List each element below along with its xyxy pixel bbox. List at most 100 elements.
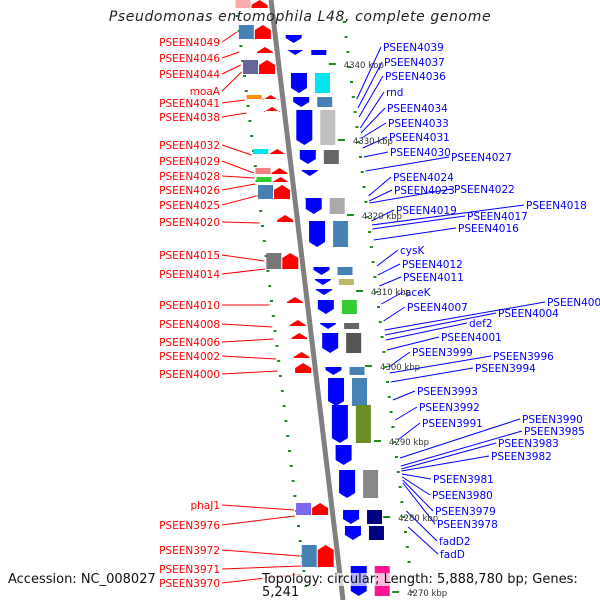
- gene-label-right: PSEEN3979: [435, 506, 496, 518]
- left-label-leader-line: [221, 504, 295, 511]
- tick-mark: [377, 306, 380, 308]
- gene-label-left: PSEEN4041: [159, 98, 220, 110]
- gene-label-right: PSEEN4039: [383, 42, 444, 54]
- tick-mark: [395, 456, 398, 458]
- plus-strand-gene-arrow: [251, 0, 268, 8]
- scale-tick: [337, 139, 345, 141]
- tick-mark: [291, 480, 295, 482]
- gene-label-left: PSEEN4002: [159, 351, 220, 363]
- right-label-leader-line: [368, 189, 393, 202]
- plus-strand-gene-arrow: [254, 25, 271, 39]
- tick-mark: [248, 120, 252, 122]
- gene-function-box: [338, 279, 354, 285]
- gene-label-right: PSEEN3991: [422, 418, 483, 430]
- gene-label-right: PSEEN4033: [388, 118, 449, 130]
- right-label-leader-line: [386, 336, 440, 351]
- gene-label-right: fadD: [440, 549, 465, 561]
- gene-function-box: [311, 50, 327, 55]
- tick-mark: [279, 375, 282, 377]
- minus-strand-gene-arrow: [316, 289, 333, 295]
- scale-tick: [383, 516, 391, 518]
- gene-label-left: PSEEN4028: [159, 171, 220, 183]
- left-label-leader-line: [221, 323, 273, 328]
- gene-label-right: PSEEN3993: [417, 386, 478, 398]
- tick-mark: [398, 486, 402, 488]
- tick-mark: [375, 291, 379, 293]
- gene-label-right: PSEEN3992: [419, 402, 480, 414]
- gene-label-left: PSEEN3972: [159, 545, 220, 557]
- tick-mark: [362, 186, 366, 188]
- gene-label-right: PSEEN4007: [407, 302, 468, 314]
- gene-function-box: [320, 110, 336, 145]
- gene-label-right: PSEEN4030: [390, 147, 451, 159]
- scale-tick: [356, 290, 364, 292]
- gene-label-right: aceK: [405, 287, 432, 299]
- plus-strand-gene-arrow: [272, 177, 289, 182]
- gene-function-box: [258, 185, 274, 199]
- gene-function-box: [255, 168, 271, 174]
- scale-label: 4320 kbp: [362, 212, 402, 222]
- scale-tick: [374, 440, 382, 442]
- gene-label-left: PSEEN4032: [159, 140, 220, 152]
- right-label-leader-line: [389, 355, 492, 374]
- gene-label-left: PSEEN4020: [159, 217, 220, 229]
- tick-mark: [360, 171, 364, 173]
- minus-strand-gene-arrow: [299, 150, 316, 164]
- tick-mark: [277, 360, 281, 362]
- tick-mark: [387, 396, 391, 398]
- gene-label-left: PSEEN4015: [159, 250, 220, 262]
- gene-label-right: PSEEN4016: [458, 223, 519, 235]
- tick-mark: [261, 225, 264, 227]
- gene-label-right: PSEEN4018: [526, 200, 587, 212]
- gene-function-box: [317, 97, 333, 107]
- tick-mark: [359, 156, 362, 158]
- tick-mark: [253, 165, 257, 167]
- gene-function-box: [314, 73, 330, 93]
- tick-mark: [244, 90, 248, 92]
- tick-mark: [393, 441, 397, 443]
- tick-mark: [289, 465, 293, 467]
- minus-strand-gene-arrow: [344, 526, 361, 540]
- gene-label-right: PSEEN4019: [396, 205, 457, 217]
- tick-mark: [264, 255, 268, 257]
- gene-label-left: PSEEN3970: [159, 578, 220, 590]
- scale-tick: [346, 214, 354, 216]
- scale-label: 4310 kbp: [371, 288, 411, 298]
- plus-strand-gene-arrow: [317, 545, 334, 567]
- gene-label-right: PSEEN4022: [454, 184, 515, 196]
- left-label-leader-line: [221, 195, 257, 206]
- gene-function-box: [367, 510, 383, 524]
- gene-label-left: PSEEN4014: [159, 269, 220, 281]
- gene-label-left: PSEEN3976: [159, 520, 220, 532]
- gene-label-right: PSEEN4012: [402, 259, 463, 271]
- tick-mark: [384, 366, 388, 368]
- minus-strand-gene-arrow: [343, 510, 360, 524]
- gene-label-left: PSEEN4000: [159, 369, 220, 381]
- tick-mark: [364, 201, 368, 203]
- right-label-leader-line: [388, 351, 411, 368]
- right-label-leader-line: [407, 526, 439, 555]
- plus-strand-gene-arrow: [282, 253, 299, 269]
- right-label-leader-line: [369, 188, 453, 204]
- tick-mark: [391, 426, 395, 428]
- gene-label-right: rnd: [386, 87, 403, 99]
- left-label-leader-line: [221, 160, 254, 174]
- left-label-leader-line: [221, 144, 252, 156]
- gene-label-left: PSEEN4046: [159, 53, 220, 65]
- gene-label-left: PSEEN4010: [159, 300, 220, 312]
- right-label-leader-line: [401, 442, 497, 470]
- left-label-leader-line: [221, 355, 277, 360]
- plus-strand-gene-arrow: [277, 215, 294, 222]
- gene-label-right: cysK: [400, 245, 425, 257]
- gene-label-left: PSEEN4006: [159, 337, 220, 349]
- tick-mark: [266, 270, 270, 272]
- left-label-leader-line: [221, 268, 266, 275]
- left-label-leader-line: [221, 64, 242, 75]
- right-label-leader-line: [379, 276, 402, 287]
- gene-function-box: [301, 545, 317, 567]
- tick-mark: [286, 435, 290, 437]
- gene-label-left: moaA: [190, 86, 221, 98]
- tick-mark: [351, 96, 355, 98]
- gene-function-box: [363, 470, 379, 498]
